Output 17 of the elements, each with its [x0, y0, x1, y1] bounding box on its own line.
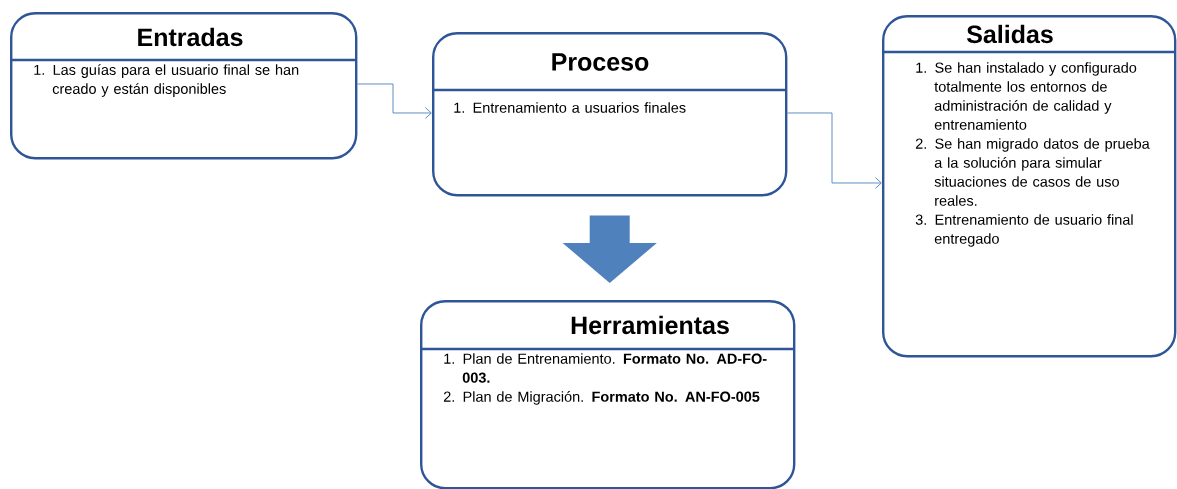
process-box	[882, 15, 1177, 358]
process-box	[420, 300, 796, 489]
list-item: 3. Entrenamiento de usuario final entregado	[915, 214, 1133, 247]
box-heading: Salidas	[966, 24, 1053, 44]
list-item: 1. Se han instalado y configurado totalmente los entornos de administración de calidad y entrenamiento	[916, 62, 1137, 130]
list-item: 1. Plan de Entrenamiento. Formato No. AD-FO-003.	[444, 353, 767, 383]
list-item: 1. Las guías para el usuario final se han creado y están disponibles	[34, 64, 299, 97]
box-heading: Entradas	[138, 27, 243, 47]
process-box	[432, 32, 788, 197]
arrow	[356, 83, 432, 119]
list-item: 2. Plan de Migración. Formato No. AN-FO-005	[443, 391, 760, 405]
box-heading: Proceso	[552, 53, 649, 71]
process-box	[10, 12, 358, 160]
box-heading: Herramientas	[571, 315, 729, 335]
arrow	[786, 112, 882, 189]
list-item: 1. Entrenamiento a usuarios finales	[454, 102, 686, 113]
list-item: 2. Se han migrado datos de prueba a la solución para simular situaciones de casos de uso reales.	[915, 138, 1150, 206]
